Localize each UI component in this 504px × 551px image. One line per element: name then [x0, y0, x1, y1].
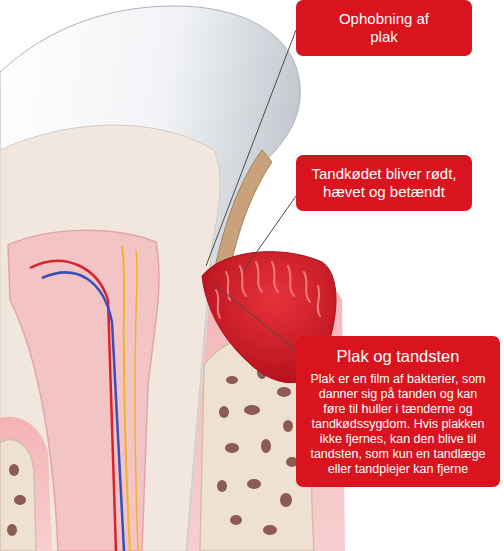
- callout-box: Tandkødet bliver rødt, hævet og betændt: [296, 155, 472, 211]
- callout-text: Plak er en film af bakterier, som danner…: [306, 372, 490, 477]
- dentin: [0, 125, 220, 551]
- nerve: [122, 246, 130, 551]
- callout-heading: Plak og tandsten: [306, 346, 490, 366]
- callout-heading: Ophobning af plak: [324, 10, 444, 46]
- gum: [0, 417, 52, 551]
- leader-line: [206, 30, 298, 352]
- bone: [0, 440, 36, 551]
- gum-folds: [216, 262, 320, 318]
- callout-box: Plak og tandstenPlak er en film af bakte…: [296, 336, 500, 487]
- callout-box: Ophobning af plak: [296, 0, 472, 56]
- callout-heading: Tandkødet bliver rødt, hævet og betændt: [309, 165, 459, 201]
- nerve: [135, 250, 138, 551]
- bone-pores: [7, 365, 298, 536]
- blood-vessel: [42, 272, 124, 551]
